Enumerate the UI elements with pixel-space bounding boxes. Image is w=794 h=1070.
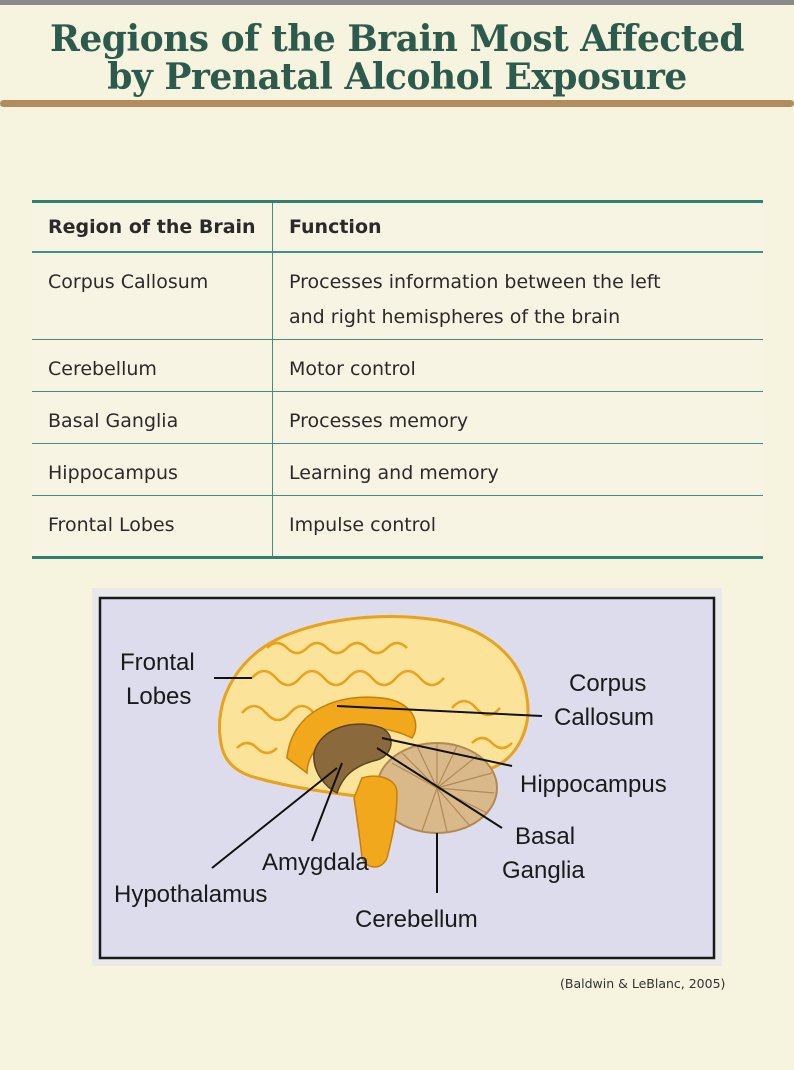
brain-illustration: Frontal Lobes Corpus Callosum Hippocampu… (98, 596, 716, 960)
region-cell: Corpus Callosum (32, 252, 273, 340)
page-title: Regions of the Brain Most Affected by Pr… (0, 20, 794, 96)
title-line-1: Regions of the Brain Most Affected (49, 18, 745, 60)
diagram-labels: Frontal Lobes Corpus Callosum Hippocampu… (114, 649, 667, 933)
function-cell: Motor control (272, 339, 763, 392)
function-line: Processes information between the left (289, 271, 661, 293)
cerebellum-lines (391, 744, 495, 833)
label-basal-2: Ganglia (502, 857, 585, 884)
deep-structures-shape (313, 723, 392, 795)
table-header-row: Region of the Brain Function (32, 200, 763, 253)
header-function: Function (272, 200, 763, 253)
region-cell: Cerebellum (32, 339, 273, 392)
table-row: Basal Ganglia Processes memory (32, 391, 763, 444)
brain-diagram: Frontal Lobes Corpus Callosum Hippocampu… (92, 588, 722, 966)
region-cell: Basal Ganglia (32, 391, 273, 444)
function-cell: Learning and memory (272, 443, 763, 496)
region-cell: Hippocampus (32, 443, 273, 496)
table-row: Frontal Lobes Impulse control (32, 495, 763, 559)
label-corpus-2: Callosum (554, 704, 654, 731)
top-border (0, 0, 794, 5)
label-hippocampus: Hippocampus (520, 771, 667, 798)
function-cell: Processes information between the left a… (272, 252, 763, 340)
region-cell: Frontal Lobes (32, 495, 273, 559)
label-corpus-1: Corpus (569, 670, 646, 697)
header-region: Region of the Brain (32, 200, 273, 253)
label-hypothalamus: Hypothalamus (114, 881, 267, 908)
table-row: Corpus Callosum Processes information be… (32, 252, 763, 340)
brain-regions-table: Region of the Brain Function Corpus Call… (32, 200, 763, 559)
table-row: Cerebellum Motor control (32, 339, 763, 392)
label-cerebellum: Cerebellum (355, 906, 478, 933)
label-basal-1: Basal (515, 823, 575, 850)
table-row: Hippocampus Learning and memory (32, 443, 763, 496)
title-line-2: by Prenatal Alcohol Exposure (107, 56, 687, 98)
brain-stem-shape (353, 775, 398, 868)
function-line: and right hemispheres of the brain (289, 306, 621, 328)
label-amygdala: Amygdala (262, 849, 369, 876)
label-frontal-1: Frontal (120, 649, 195, 676)
leader-lines (211, 677, 543, 893)
function-cell: Impulse control (272, 495, 763, 559)
label-frontal-2: Lobes (126, 683, 191, 710)
function-cell: Processes memory (272, 391, 763, 444)
citation: (Baldwin & LeBlanc, 2005) (560, 976, 726, 991)
title-underline (0, 100, 794, 107)
